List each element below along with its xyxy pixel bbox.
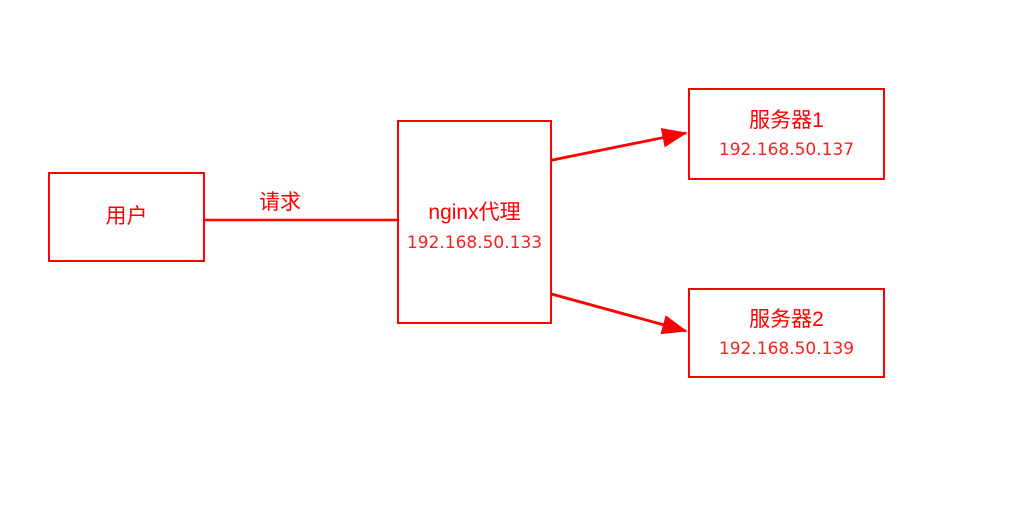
node-user-title: 用户 [105, 205, 148, 229]
node-nginx-proxy-ip: 192.168.50.133 [406, 233, 543, 254]
node-nginx-proxy[interactable]: nginx代理 192.168.50.133 [397, 120, 552, 324]
node-server-1-ip: 192.168.50.137 [718, 139, 855, 160]
node-server-2[interactable]: 服务器2 192.168.50.139 [688, 288, 885, 378]
node-server-2-ip: 192.168.50.139 [718, 338, 855, 359]
node-nginx-proxy-title: nginx代理 [428, 201, 521, 225]
edge-label-request: 请求 [259, 191, 301, 214]
node-server-1[interactable]: 服务器1 192.168.50.137 [688, 88, 885, 180]
node-server-1-title: 服务器1 [749, 108, 824, 132]
node-server-2-title: 服务器2 [749, 307, 824, 331]
node-user[interactable]: 用户 [48, 172, 205, 262]
